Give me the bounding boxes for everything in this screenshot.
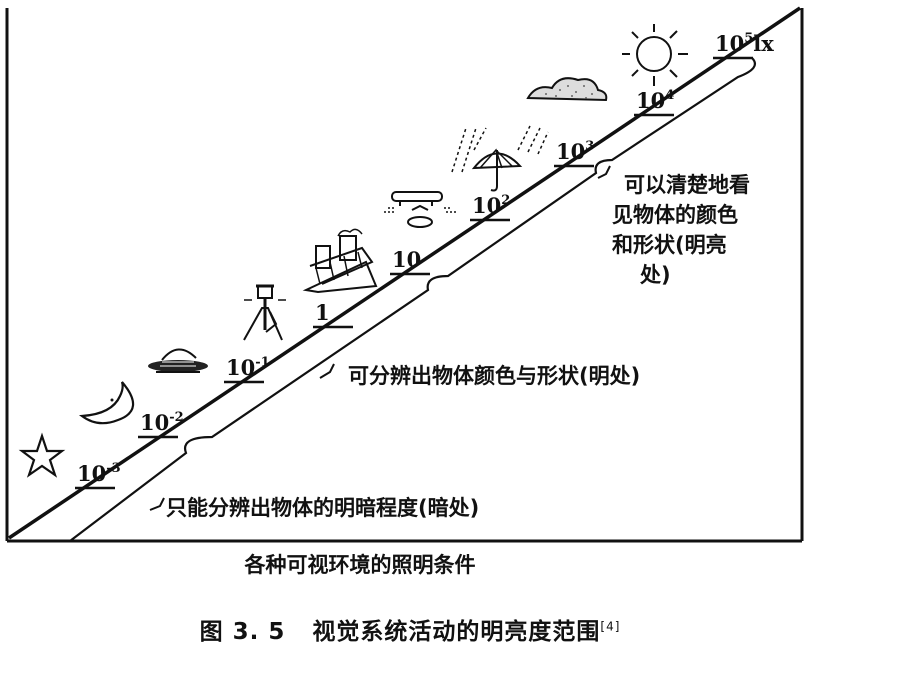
crescent-moon-icon bbox=[78, 381, 135, 425]
cloud-icon bbox=[526, 77, 608, 102]
scale-tick-label: 103 bbox=[556, 139, 594, 164]
brace-tip-mid bbox=[319, 363, 335, 379]
lamp-icon bbox=[384, 191, 456, 228]
region-label-bright-line1: 可以清楚地看 bbox=[624, 173, 750, 197]
figure-caption: 图 3. 5 视觉系统活动的明亮度范围[4] bbox=[0, 612, 820, 646]
ship-icon bbox=[302, 228, 378, 294]
figure-title: 视觉系统活动的明亮度范围 bbox=[312, 619, 601, 645]
scale-tick-label: 104 bbox=[636, 88, 674, 113]
region-label-bright: 可以清楚地看 见物体的颜色 和形状(明亮 处) bbox=[612, 173, 750, 287]
scale-tick-label: 10 bbox=[392, 247, 421, 272]
star-icon bbox=[18, 432, 66, 478]
street-lamp-icon bbox=[243, 284, 286, 341]
region-label-bright-line3: 和形状(明亮 bbox=[612, 233, 727, 257]
scale-tick-label: 102 bbox=[472, 193, 510, 218]
diagram-subtitle: 各种可视环境的照明条件 bbox=[244, 553, 476, 577]
scale-tick-label: 1 bbox=[315, 300, 330, 325]
region-label-dark: 只能分辨出物体的明暗程度(暗处) bbox=[166, 496, 479, 520]
scale-tick-label: 10-2 bbox=[140, 410, 184, 435]
scale-ticks: 10-3 10-2 10-1 1 10 102 103 104 105lx bbox=[75, 31, 774, 490]
scale-tick-label: 10-3 bbox=[77, 461, 121, 486]
region-brace-line bbox=[69, 57, 756, 542]
brace-tip-dark bbox=[149, 497, 165, 511]
scale-tick-label: 10-1 bbox=[226, 355, 270, 380]
region-label-mid: 可分辨出物体颜色与形状(明处) bbox=[348, 364, 640, 388]
scale-tick-label: 105lx bbox=[715, 31, 774, 56]
setting-sun-icon bbox=[148, 348, 208, 373]
figure-reference: [4] bbox=[600, 619, 621, 634]
region-label-bright-line2: 见物体的颜色 bbox=[612, 203, 738, 227]
brace-tip-bright bbox=[597, 165, 611, 179]
sun-icon bbox=[622, 24, 688, 86]
region-label-bright-line4: 处) bbox=[639, 263, 671, 287]
umbrella-rain-icon bbox=[451, 125, 549, 192]
diagram-frame bbox=[5, 8, 804, 543]
figure-number: 图 3. 5 bbox=[199, 619, 286, 645]
